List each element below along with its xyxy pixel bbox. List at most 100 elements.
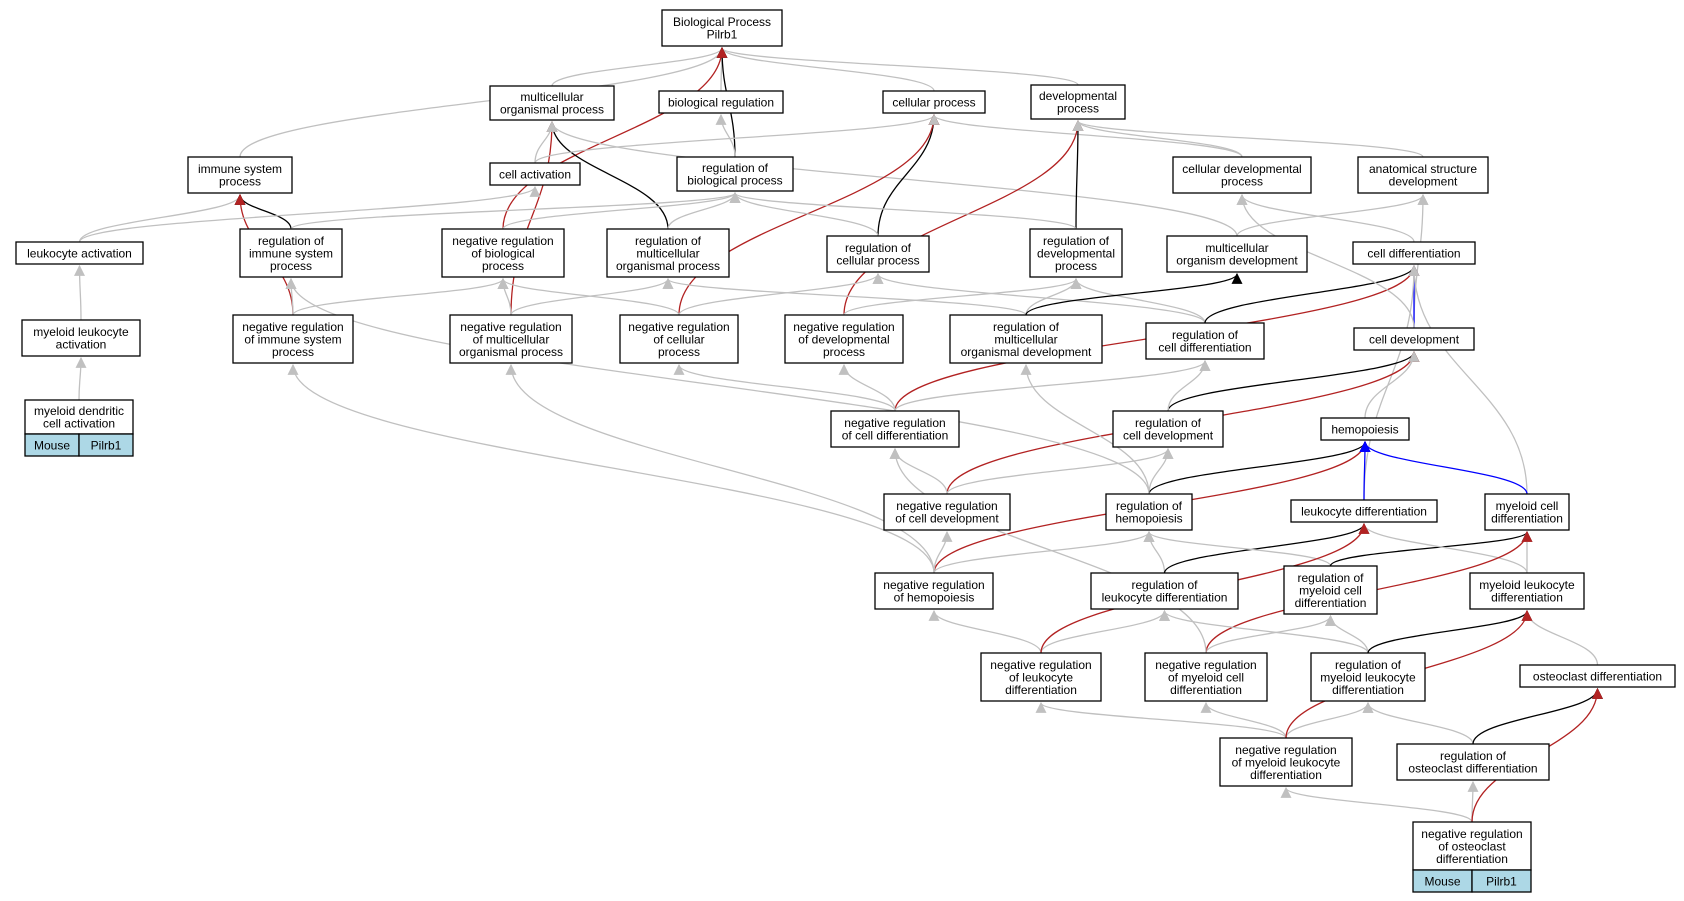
annotation-species-tag[interactable]: Mouse: [24, 433, 80, 457]
term-box: [1145, 322, 1265, 360]
annotation-gene-tag[interactable]: Pilrb1: [78, 433, 134, 457]
term-node-leukocyte-differentiation[interactable]: leukocyte differentiation: [1290, 499, 1438, 523]
edge-part-of: [1359, 440, 1371, 501]
term-label-line: organismal process: [616, 259, 720, 273]
term-box: [1172, 156, 1312, 194]
term-node-leukocyte-activation[interactable]: leukocyte activation: [15, 241, 144, 265]
annotation-species-tag[interactable]: Mouse: [1412, 869, 1473, 893]
term-box: [1112, 410, 1224, 448]
edge-path: [1358, 522, 1528, 574]
term-node-cell-development[interactable]: cell development: [1353, 327, 1475, 351]
term-label-line: activation: [56, 338, 107, 352]
term-label-line: process: [1057, 102, 1099, 116]
term-label-line: multicellular: [520, 90, 583, 104]
term-box: [1090, 572, 1239, 610]
edge-is-a: [933, 530, 953, 574]
term-label-line: myeloid leukocyte: [33, 325, 129, 339]
edge-regulates: [1167, 350, 1420, 412]
term-node-biological-regulation[interactable]: biological regulation: [658, 90, 784, 114]
edge-regulates: [1072, 119, 1084, 230]
edge-path: [729, 191, 1077, 230]
term-label-line: differentiation: [1005, 683, 1077, 697]
edge-is-a: [534, 113, 940, 164]
term-node-osteoclast-differentiation[interactable]: osteoclast differentiation: [1519, 664, 1676, 688]
edge-path: [1329, 530, 1533, 567]
term-label-line: differentiation: [1491, 591, 1563, 605]
term-label-line: developmental: [1039, 89, 1117, 103]
term-label-line: myeloid leukocyte: [1479, 578, 1575, 592]
edge-path: [1363, 264, 1420, 501]
term-node-cellular-process[interactable]: cellular process: [882, 90, 986, 114]
edge-path: [1025, 272, 1243, 316]
edge-path: [502, 191, 741, 230]
edge-path: [715, 113, 736, 158]
term-node-cell-activation[interactable]: cell activation: [489, 162, 581, 186]
term-node-cell-differentiation[interactable]: cell differentiation: [1352, 241, 1476, 265]
term-box: [449, 314, 573, 364]
term-label-line: regulation of: [1135, 416, 1202, 430]
annotation-label: Pilrb1: [1486, 874, 1517, 888]
term-label-line: cell development: [1369, 332, 1460, 346]
term-label-line: regulation of: [1440, 749, 1507, 763]
edge-is-a: [1521, 609, 1599, 666]
edge-is-a: [292, 277, 509, 316]
term-label-line: organismal process: [459, 345, 563, 359]
edge-path: [546, 120, 669, 230]
edge-path: [239, 46, 728, 158]
edge-path: [510, 120, 558, 316]
term-label-line: differentiation: [1250, 768, 1322, 782]
edge-path: [838, 363, 896, 412]
annotation-gene-tag[interactable]: Pilrb1: [1471, 869, 1532, 893]
edge-path: [1285, 701, 1374, 739]
edge-path: [933, 530, 953, 574]
edge-is-a: [1143, 530, 1332, 567]
term-label-line: organismal development: [961, 345, 1092, 359]
edge-is-a: [1020, 363, 1150, 495]
term-box: [1144, 652, 1268, 702]
edge-path: [678, 272, 884, 316]
term-label-line: of cell differentiation: [842, 429, 949, 443]
term-node-hemopoiesis[interactable]: hemopoiesis: [1320, 417, 1410, 441]
edge-regulates: [234, 193, 292, 230]
term-box: [1519, 664, 1676, 688]
edge-negatively-regulates: [678, 113, 940, 316]
term-label-line: process: [823, 345, 865, 359]
edge-is-a: [662, 277, 1027, 316]
